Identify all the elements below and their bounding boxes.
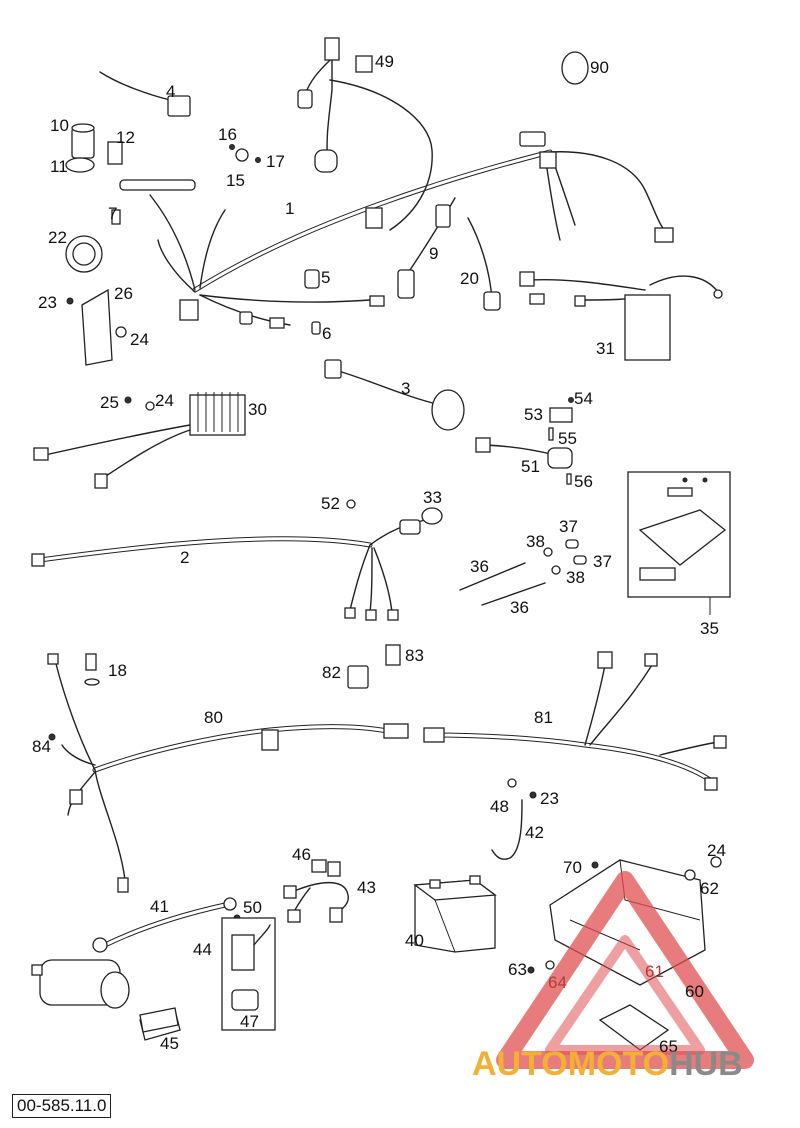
callout-labels: 1 2 3 4 5 6 7 9 10 11 12 15 16 17 18 20 …: [32, 52, 726, 1056]
callout-3: 3: [401, 379, 410, 398]
callout-52: 52: [321, 494, 340, 513]
callout-1: 1: [285, 199, 294, 218]
callout-90: 90: [590, 58, 609, 77]
callout-49: 49: [375, 52, 394, 71]
watermark-text-b: HUB: [669, 1045, 743, 1083]
callout-83: 83: [405, 646, 424, 665]
callout-33: 33: [423, 488, 442, 507]
top-left-parts: [65, 71, 191, 173]
starter-cable: [92, 897, 241, 953]
starter-relay-box: [221, 917, 276, 1031]
clamp-45: [139, 1007, 179, 1033]
callout-36a: 36: [470, 557, 489, 576]
callout-56: 56: [574, 472, 593, 491]
callout-40: 40: [405, 931, 424, 950]
callout-24c: 24: [707, 841, 726, 860]
clip-ring-90: [561, 51, 589, 85]
battery: [413, 875, 497, 953]
horn-and-bracket: [65, 235, 127, 366]
callout-61: 61: [645, 962, 664, 981]
callout-55: 55: [558, 429, 577, 448]
watermark-text: AUTOMOTOHUB: [472, 1045, 743, 1083]
callout-16: 16: [218, 125, 237, 144]
spark-plug-cap: [297, 37, 373, 173]
callout-41: 41: [150, 897, 169, 916]
callout-43: 43: [357, 878, 376, 897]
reference-code: 00-585.11.0: [12, 1094, 112, 1118]
callout-80: 80: [204, 708, 223, 727]
callout-18: 18: [108, 661, 127, 680]
callout-70: 70: [563, 858, 582, 877]
sensor-leads-9-20: [397, 197, 501, 311]
callout-25: 25: [100, 393, 119, 412]
callout-23b: 23: [540, 789, 559, 808]
callout-22: 22: [48, 228, 67, 247]
callout-62: 62: [700, 879, 719, 898]
sub-harness-2: [31, 499, 443, 621]
inset-box-35: [627, 471, 731, 615]
callout-10: 10: [50, 116, 69, 135]
callout-54: 54: [574, 389, 593, 408]
callout-9: 9: [429, 244, 438, 263]
small-parts-15-17: [229, 144, 261, 163]
callout-4: 4: [166, 82, 175, 101]
callout-23a: 23: [38, 293, 57, 312]
relay-82-83: [347, 644, 401, 689]
callout-84: 84: [32, 737, 51, 756]
small-parts-5-7: [111, 209, 321, 335]
callout-38b: 38: [566, 568, 585, 587]
callout-51: 51: [521, 457, 540, 476]
callout-7: 7: [108, 204, 117, 223]
main-wiring-harness: [119, 79, 674, 329]
callout-65: 65: [659, 1037, 678, 1056]
voltage-regulator: [33, 392, 246, 489]
harness-43: [283, 859, 349, 923]
callout-81: 81: [534, 708, 553, 727]
callout-30: 30: [248, 400, 267, 419]
cdi-unit: [519, 271, 723, 361]
callout-45: 45: [160, 1034, 179, 1053]
stator-lead: [324, 359, 465, 431]
callout-53: 53: [524, 405, 543, 424]
callout-31: 31: [596, 339, 615, 358]
callout-2: 2: [180, 548, 189, 567]
callout-36b: 36: [510, 598, 529, 617]
callout-38a: 38: [526, 532, 545, 551]
callout-46: 46: [292, 845, 311, 864]
callout-48: 48: [490, 797, 509, 816]
callout-11: 11: [50, 157, 68, 176]
callout-5: 5: [321, 268, 330, 287]
callout-44: 44: [193, 940, 212, 959]
callout-24a: 24: [130, 330, 149, 349]
callout-6: 6: [322, 324, 331, 343]
callout-26: 26: [114, 284, 133, 303]
callout-63: 63: [508, 960, 527, 979]
harness-80: [47, 653, 409, 893]
watermark-text-a: AUTOMOTO: [472, 1045, 669, 1083]
callout-60: 60: [685, 982, 704, 1001]
callout-20: 20: [460, 269, 479, 288]
callout-15: 15: [226, 171, 245, 190]
callout-64: 64: [548, 973, 567, 992]
callout-24b: 24: [155, 391, 174, 410]
callout-37a: 37: [559, 517, 578, 536]
callout-35: 35: [700, 619, 719, 638]
ground-cable: [491, 778, 537, 860]
callout-50: 50: [243, 898, 262, 917]
watermark-logo: [496, 871, 754, 1069]
callout-82: 82: [322, 663, 341, 682]
watermark-triangle: [496, 871, 754, 1069]
pickup-sensor: [475, 397, 574, 485]
callout-47: 47: [240, 1012, 259, 1031]
callout-37b: 37: [593, 552, 612, 571]
harness-81: [423, 651, 727, 791]
callout-12: 12: [116, 128, 135, 147]
callout-42: 42: [525, 823, 544, 842]
callout-17: 17: [266, 152, 285, 171]
terminal-pins: [459, 539, 587, 606]
